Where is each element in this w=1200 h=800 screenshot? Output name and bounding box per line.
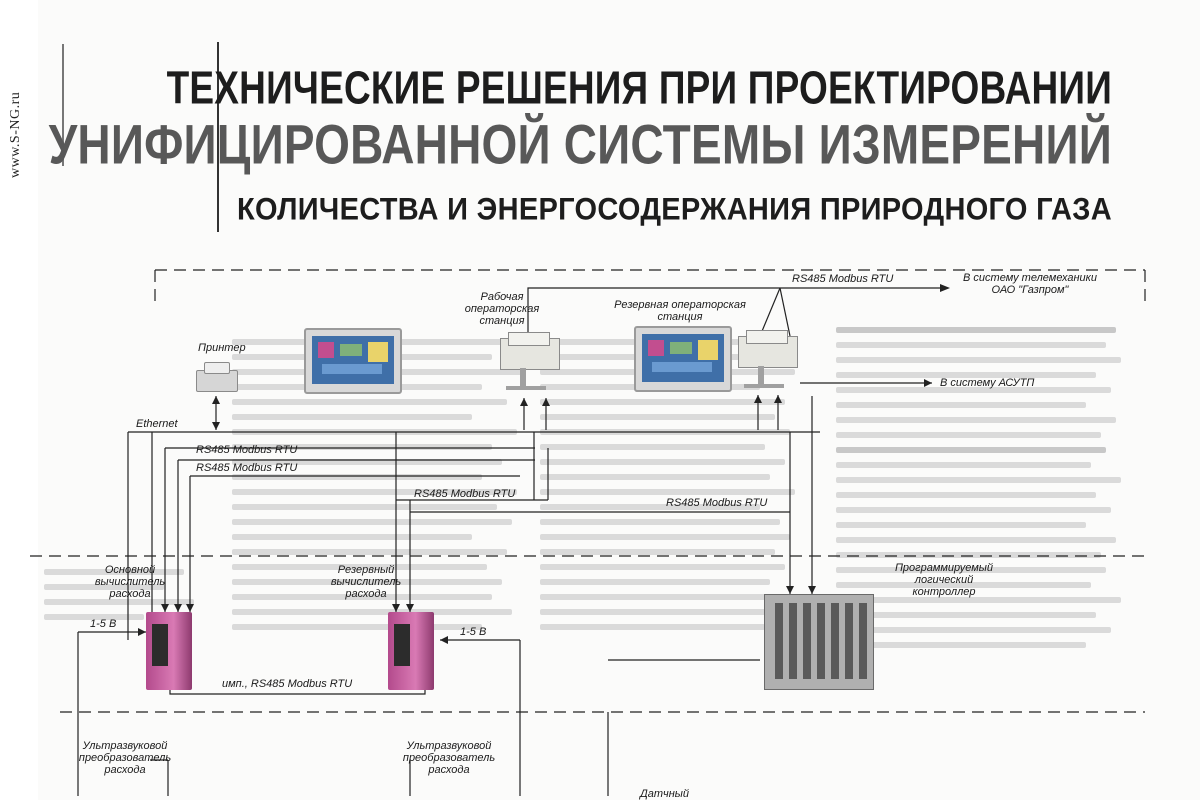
faded-left-column (44, 560, 204, 629)
imp-rs485-label: имп., RS485 Modbus RTU (222, 678, 353, 690)
title-line-2: УНИФИЦИРОВАННОЙ СИСТЕМЫ ИЗМЕРЕНИЙ (48, 113, 1112, 176)
rs485-label-2: RS485 Modbus RTU (196, 462, 298, 474)
ultrasonic-label-2: Ультразвуковой преобразователь расхода (402, 740, 496, 776)
operator-station-label: Рабочая операторская станция (464, 291, 540, 327)
rs485-top-label: RS485 Modbus RTU (792, 273, 894, 285)
main-flow-computer-icon (146, 612, 192, 690)
ethernet-label: Ethernet (136, 418, 178, 430)
reserve-workstation-icon (738, 330, 802, 390)
printer-icon (192, 360, 240, 394)
title-line-1: ТЕХНИЧЕСКИЕ РЕШЕНИЯ ПРИ ПРОЕКТИРОВАНИИ (166, 62, 1112, 114)
ultrasonic-label-1: Ультразвуковой преобразователь расхода (78, 740, 172, 776)
title-line-3: КОЛИЧЕСТВА И ЭНЕРГОСОДЕРЖАНИЯ ПРИРОДНОГО… (236, 192, 1112, 228)
sensor-partial-label: Датчный (640, 788, 689, 800)
rs485-label-1: RS485 Modbus RTU (196, 444, 298, 456)
voltage-label-right: 1-5 В (460, 626, 487, 638)
rs485-label-3: RS485 Modbus RTU (414, 488, 516, 500)
plc-label: Программируемый логический контроллер (894, 562, 994, 598)
operator-workstation-icon (500, 332, 564, 392)
telemechanics-label: В систему телемеханики ОАО "Газпром" (963, 272, 1097, 296)
title-rule (217, 42, 219, 232)
reserve-station-label: Резервная операторская станция (614, 299, 746, 323)
reserve-flow-computer-icon (388, 612, 434, 690)
faded-right-column (836, 318, 1136, 657)
plc-icon (764, 594, 874, 690)
printer-label: Принтер (198, 342, 246, 354)
main-calc-label: Основной вычислитель расхода (94, 564, 166, 600)
left-margin (0, 0, 38, 800)
reserve-calc-label: Резервный вычислитель расхода (330, 564, 402, 600)
voltage-label-left: 1-5 В (90, 618, 117, 630)
rs485-label-4: RS485 Modbus RTU (666, 497, 768, 509)
margin-rule (62, 44, 64, 166)
asutp-label: В систему АСУТП (940, 377, 1035, 389)
